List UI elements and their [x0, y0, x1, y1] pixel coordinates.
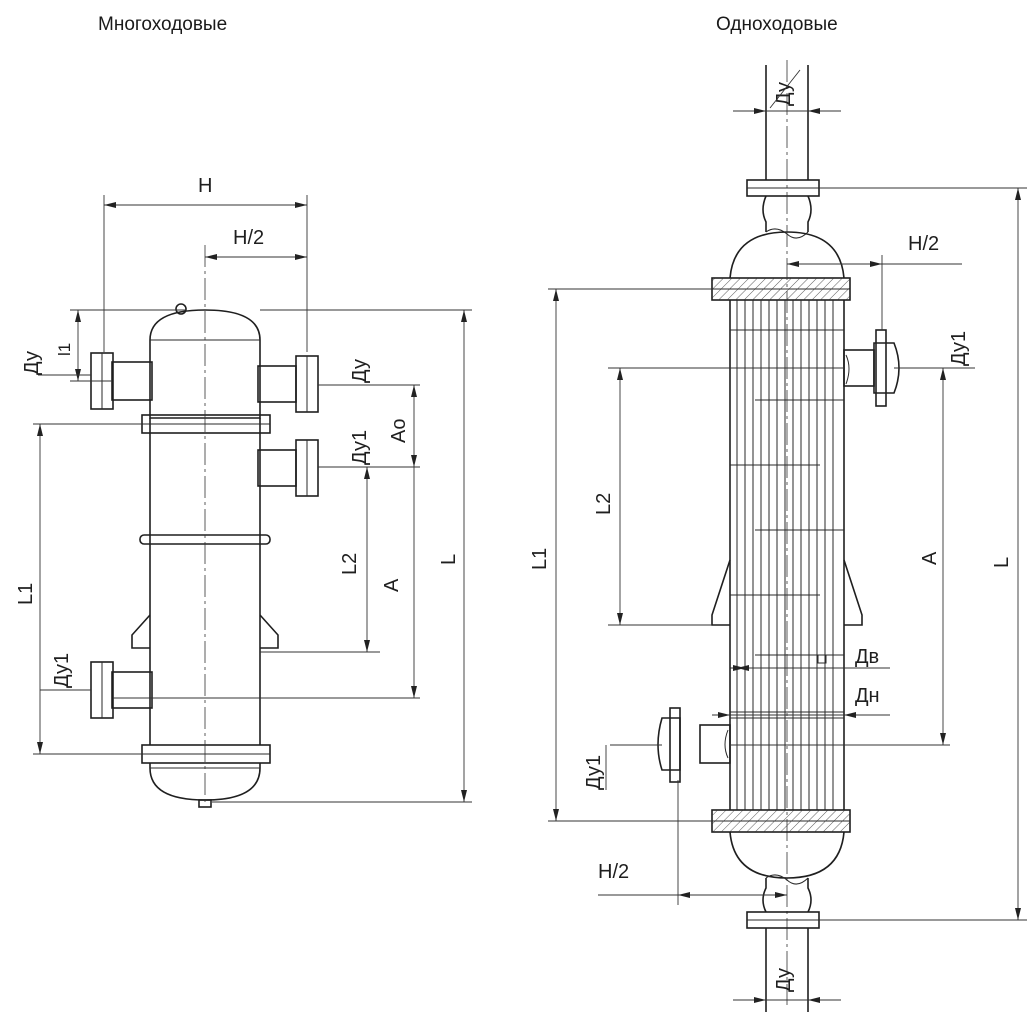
dim-A0-multi	[411, 385, 417, 467]
multi-pass-nozzle-left-bottom	[90, 661, 153, 719]
dim-L2-multi	[260, 467, 380, 653]
label-H2-bottom-single: Н/2	[598, 861, 629, 883]
label-Du-right-multi: Ду	[349, 359, 371, 383]
dim-L1-multi	[33, 423, 142, 755]
dim-Dn-single	[712, 712, 890, 718]
label-Dn-single: Дн	[855, 685, 880, 707]
dim-A-single	[610, 368, 950, 746]
label-A0-multi: Ао	[388, 419, 410, 443]
label-Dv-single: Дв	[855, 646, 879, 668]
dim-L-multi	[212, 309, 472, 803]
single-pass-support-left	[711, 559, 731, 626]
label-Du1-right-multi: Ду1	[349, 430, 371, 465]
dim-L-single	[819, 187, 1027, 921]
dim-H2-top-single	[787, 255, 962, 330]
label-H2-top-single: Н/2	[908, 233, 939, 255]
label-A-single: А	[919, 551, 941, 565]
label-L1-multi: L1	[15, 583, 37, 605]
multi-pass-exchanger: Н Н/2 l1 Ду	[15, 175, 472, 808]
label-L2-single: L2	[593, 493, 615, 515]
single-pass-top-tubesheet	[711, 277, 851, 301]
single-pass-nozzle-left	[657, 707, 731, 783]
single-pass-bottom-tubesheet	[711, 809, 851, 833]
single-pass-bottom-head	[729, 831, 845, 879]
dim-L1-single	[548, 288, 712, 822]
label-L-single: L	[991, 557, 1013, 568]
label-Du1-left-single: Ду1	[583, 755, 605, 790]
label-H2-multi: Н/2	[233, 227, 264, 249]
single-pass-support-right	[843, 559, 863, 626]
dim-H-multi	[103, 195, 308, 352]
dim-A-multi	[113, 467, 420, 699]
label-Du1-right-single: Ду1	[948, 331, 970, 366]
label-L-multi: L	[438, 554, 460, 565]
dim-l1-multi	[70, 309, 185, 382]
dim-Du-top-single	[733, 108, 841, 114]
label-L1-single: L1	[529, 548, 551, 570]
title-single-pass: Одноходовые	[716, 14, 838, 35]
label-l1-multi: l1	[55, 343, 74, 356]
multi-pass-nozzle-right-mid	[257, 439, 319, 497]
dim-Du-bottom-single	[733, 997, 841, 1003]
label-Du-top-single: Ду	[773, 82, 795, 106]
single-pass-nozzle-right	[843, 329, 900, 407]
label-Du1-left-multi: Ду1	[51, 653, 73, 688]
multi-pass-nozzle-right-top	[257, 355, 319, 413]
single-pass-top-nozzle	[746, 65, 820, 239]
label-Du-bottom-single: Ду	[773, 968, 795, 992]
dim-L2-single	[608, 367, 844, 626]
label-A-multi: А	[381, 578, 403, 592]
label-Du-left-multi: Ду	[21, 351, 43, 375]
dim-H2-bottom-single	[598, 780, 787, 905]
leader-Du-top-single	[769, 69, 801, 109]
label-H-multi: Н	[198, 175, 212, 197]
dim-Dv-single	[733, 665, 890, 671]
title-multi-pass: Многоходовые	[98, 14, 228, 35]
label-L2-multi: L2	[339, 553, 361, 575]
single-pass-tube-bundle	[730, 300, 844, 810]
dim-H2-multi	[205, 254, 307, 260]
single-pass-exchanger: Ду Ду Н/2 Ду1	[529, 60, 1027, 1012]
